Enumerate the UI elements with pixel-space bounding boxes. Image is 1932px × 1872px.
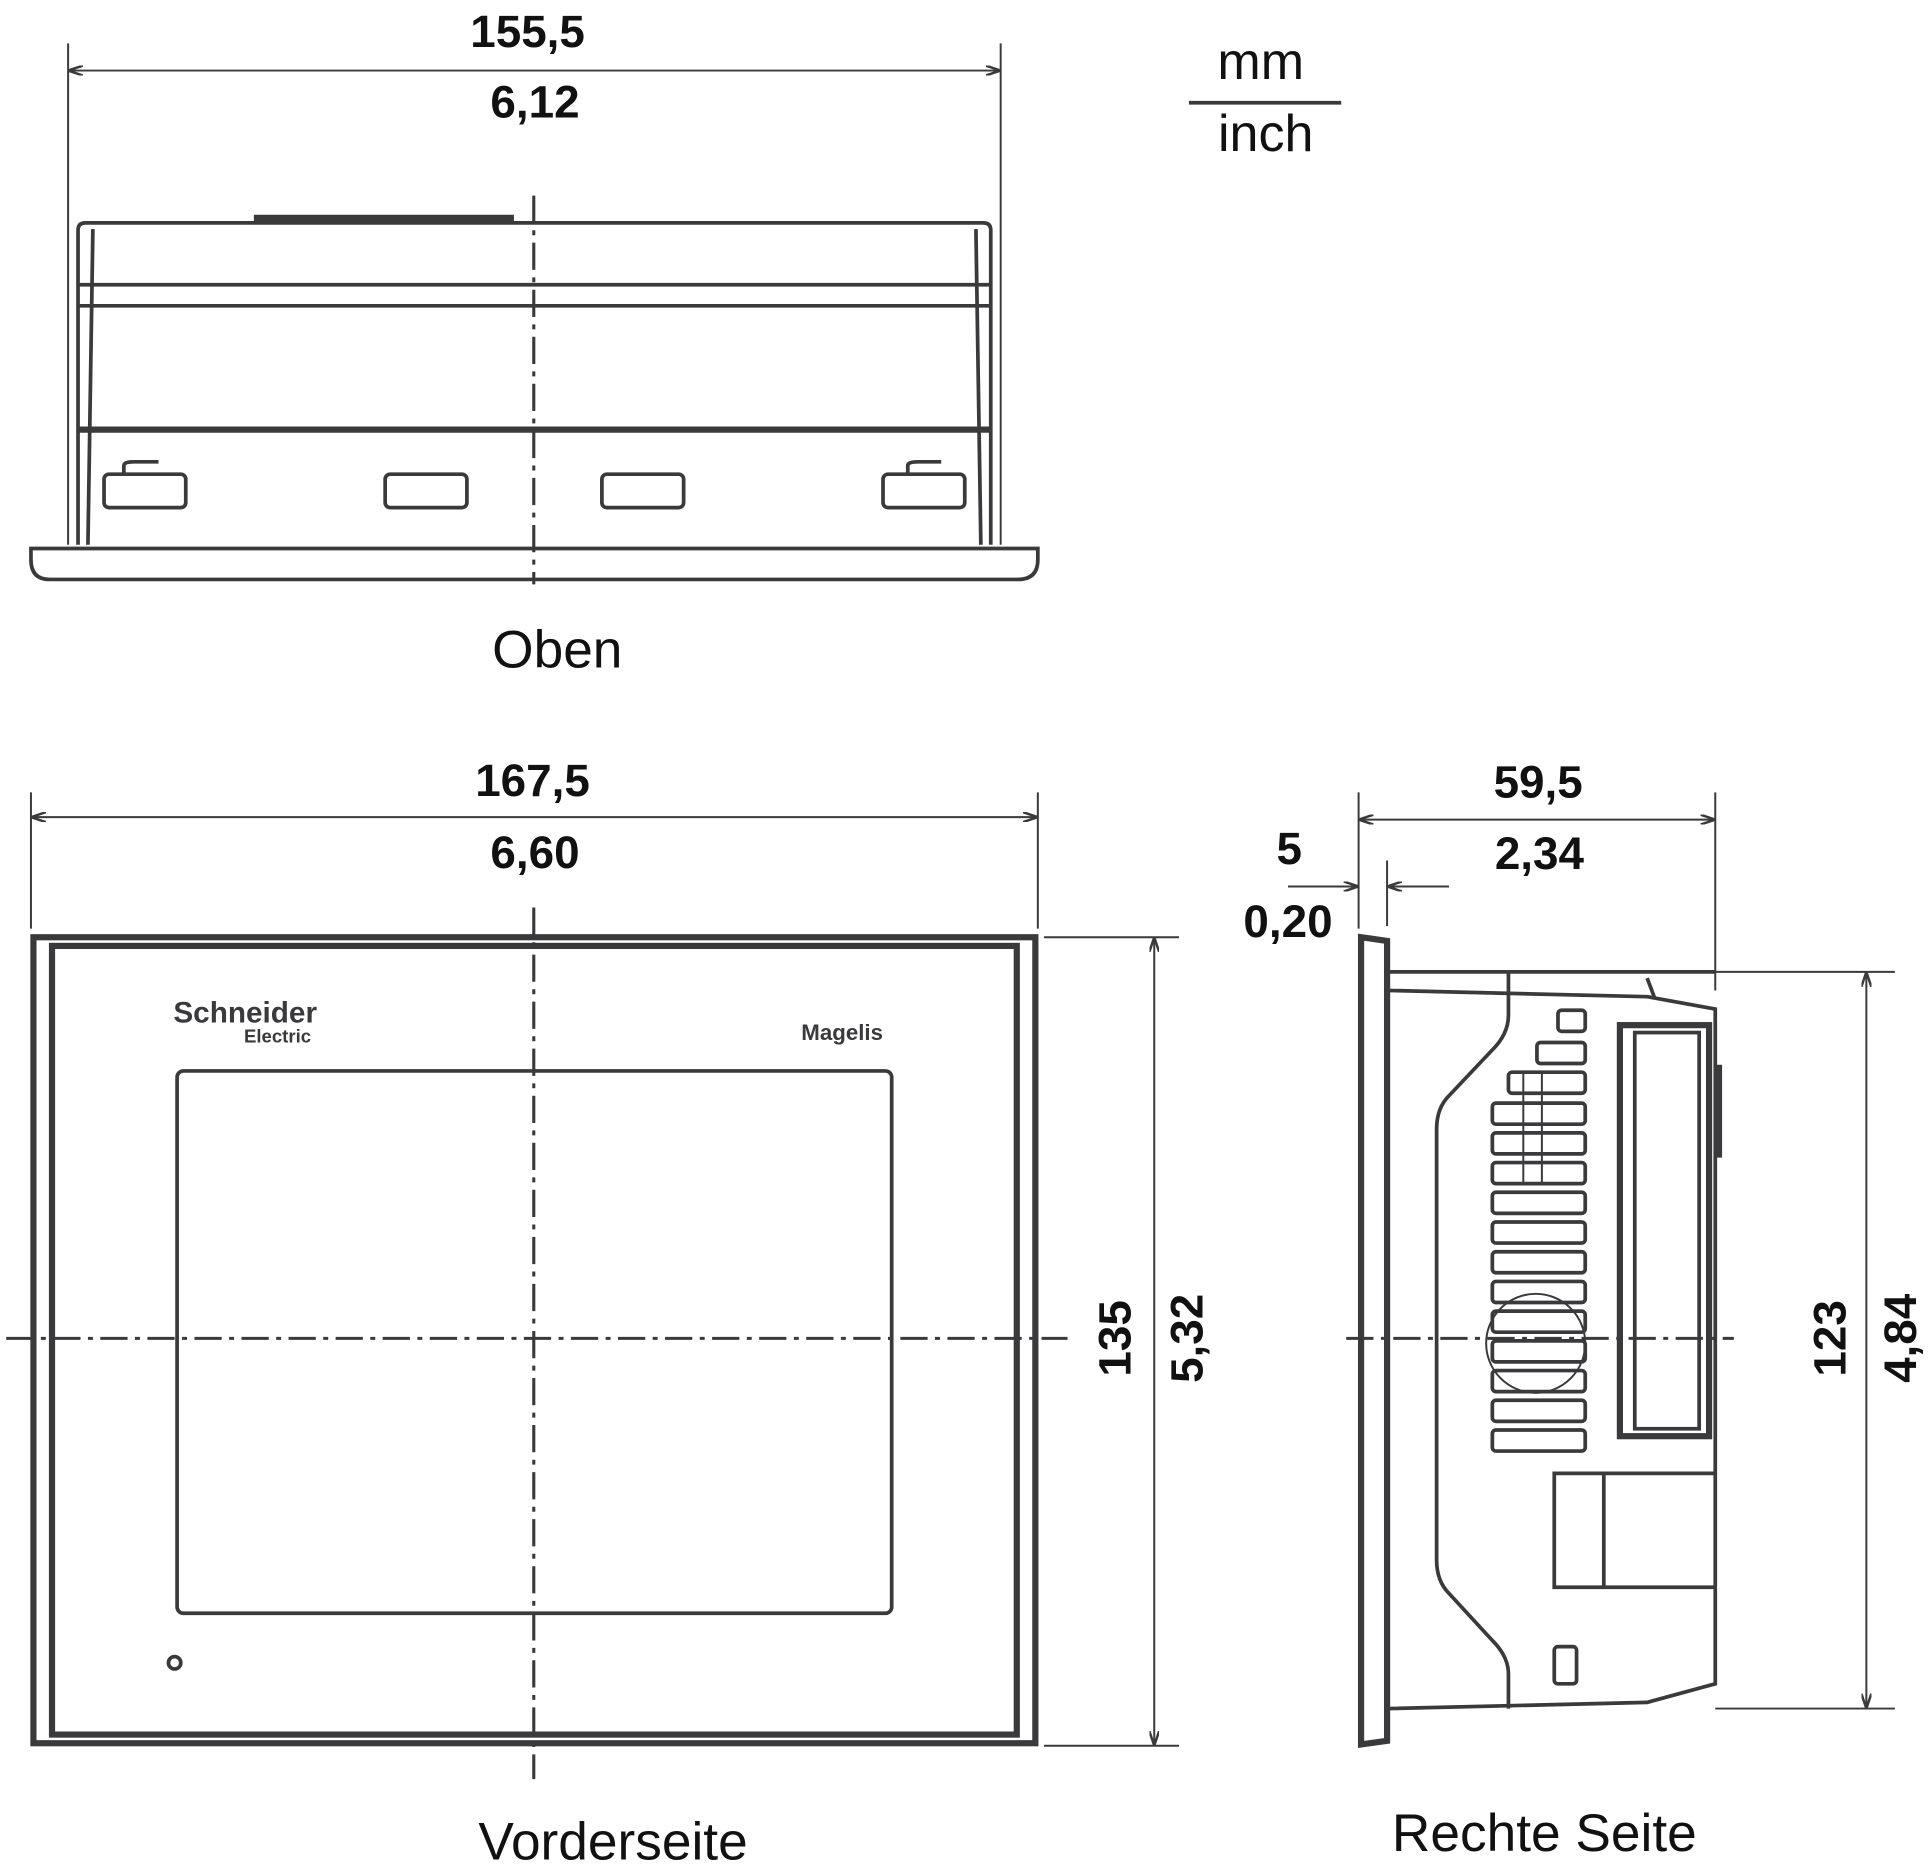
units-legend: mm inch: [1188, 33, 1342, 163]
front-width-inch: 6,60: [490, 827, 579, 878]
connector-port: [1616, 1022, 1713, 1440]
side-bezel: [1357, 933, 1391, 1749]
clip: [102, 472, 188, 510]
side-bezel-mm: 5: [1276, 823, 1301, 874]
side-bezel-inch: 0,20: [1243, 896, 1332, 947]
body-contour: [1434, 971, 1511, 1709]
fan-outline: [1485, 1292, 1587, 1394]
vent-fin: [1490, 1339, 1588, 1364]
side-view: 59,5 2,34 5 0,20 123 4,84 Rechte Seite: [1243, 756, 1925, 1863]
housing-edge: [974, 229, 983, 545]
clip: [1552, 1644, 1579, 1686]
front-width-mm: 167,5: [475, 755, 590, 806]
top-width-inch: 6,12: [490, 77, 579, 128]
vent-fin: [1490, 1368, 1588, 1394]
vent-fin: [1506, 1070, 1588, 1096]
side-height-inch: 4,84: [1875, 1293, 1926, 1383]
housing-edge: [86, 229, 95, 545]
label-side: Rechte Seite: [1392, 1804, 1697, 1863]
vent-fins: [1485, 1008, 1588, 1453]
vent-fin: [1490, 1190, 1588, 1216]
front-height-mm: 135: [1090, 1300, 1141, 1376]
connector-inner: [1632, 1030, 1702, 1431]
unit-mm: mm: [1217, 33, 1304, 91]
vent-fin: [1535, 1040, 1588, 1066]
clip: [121, 459, 159, 475]
unit-inch: inch: [1218, 105, 1313, 163]
vent-fin: [1490, 1131, 1588, 1156]
vent-fin: [1490, 1398, 1588, 1424]
led-indicator: [166, 1654, 183, 1671]
brand-logo-sub: Electric: [244, 1025, 311, 1046]
clip: [881, 472, 967, 510]
bezel: [29, 546, 1040, 582]
lower-block: [1552, 1471, 1716, 1590]
vent-fin: [1490, 1309, 1588, 1335]
vent-fin: [1490, 1220, 1588, 1245]
front-height-inch: 5,32: [1162, 1294, 1213, 1383]
side-depth-mm: 59,5: [1494, 756, 1583, 807]
clip: [600, 472, 686, 510]
label-top: Oben: [492, 620, 622, 679]
top-view: 155,5 6,12 Oben: [29, 6, 1040, 679]
body-outline: [1389, 988, 1718, 1711]
side-height-mm: 123: [1804, 1300, 1855, 1376]
vent-fin: [1490, 1101, 1588, 1127]
vent-fin: [1490, 1160, 1588, 1186]
top-width-mm: 155,5: [470, 6, 585, 57]
brand-logo: Schneider: [173, 997, 317, 1030]
label-front: Vorderseite: [478, 1813, 747, 1872]
product-logo: Magelis: [801, 1020, 883, 1045]
side-depth-inch: 2,34: [1495, 828, 1585, 879]
body-edge: [1645, 977, 1657, 999]
vent-fin: [1490, 1279, 1588, 1305]
clip: [905, 459, 942, 475]
vent-fin: [1490, 1249, 1588, 1275]
clip: [383, 472, 469, 510]
vent-fin: [1556, 1008, 1588, 1034]
vent-fin: [1490, 1428, 1588, 1453]
front-view: 167,5 6,60 Schneider Electric Magelis 13…: [6, 755, 1213, 1872]
